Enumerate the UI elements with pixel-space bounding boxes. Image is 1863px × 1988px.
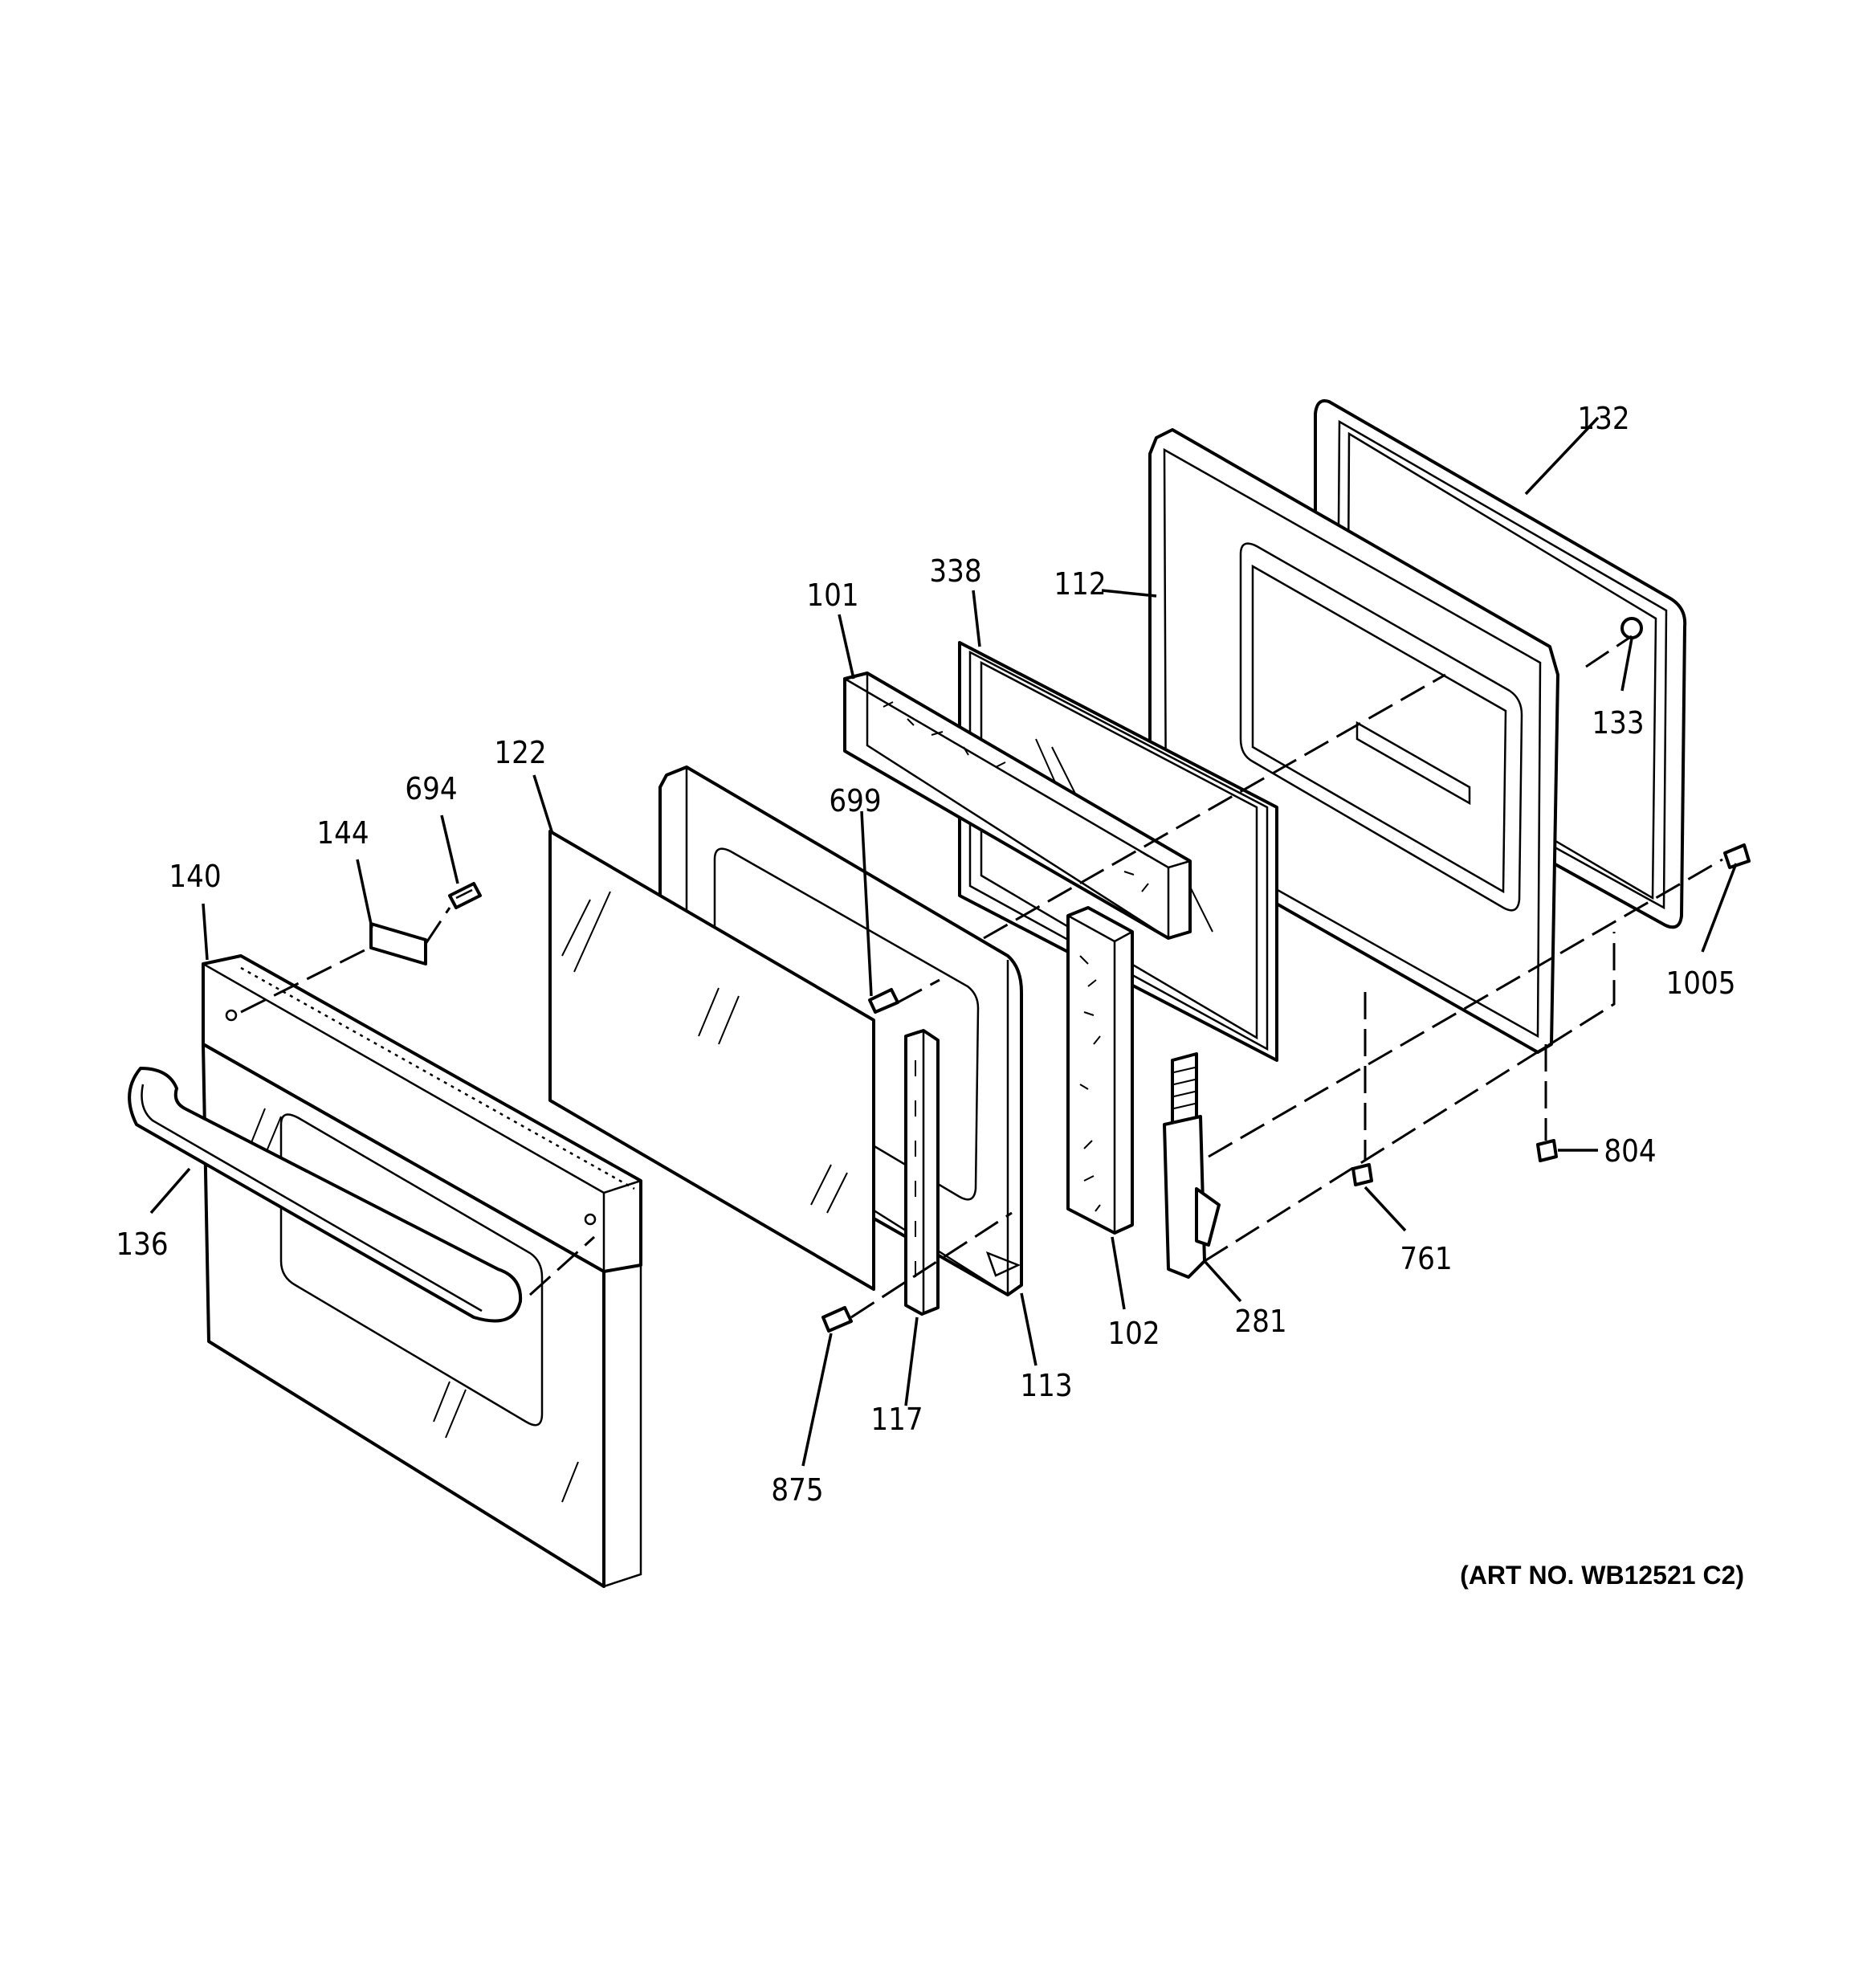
screw-804 — [1536, 1139, 1558, 1162]
label-112: 112 — [1054, 566, 1106, 602]
art-number: (ART NO. WB12521 C2) — [1460, 1561, 1744, 1590]
bracket-part — [369, 922, 427, 965]
label-117: 117 — [870, 1402, 923, 1437]
upper-insulation-part — [843, 672, 1192, 940]
label-694: 694 — [405, 771, 457, 806]
side-insulation-part — [1066, 906, 1134, 1235]
screw-1005 — [1723, 843, 1751, 869]
part-labels: 132 112 338 101 122 694 144 140 133 699 … — [116, 401, 1735, 1508]
label-281: 281 — [1234, 1304, 1286, 1339]
assembly-lines — [240, 635, 1723, 1319]
label-761: 761 — [1400, 1241, 1452, 1276]
leader-lines — [149, 416, 1738, 1467]
label-338: 338 — [929, 553, 981, 589]
screw-761 — [1351, 1163, 1373, 1186]
label-136: 136 — [116, 1227, 168, 1262]
door-handle-part — [128, 1067, 523, 1323]
label-132: 132 — [1577, 401, 1629, 436]
label-875: 875 — [771, 1472, 823, 1508]
door-hinge-part — [1163, 1052, 1221, 1279]
label-140: 140 — [169, 859, 221, 894]
label-102: 102 — [1107, 1316, 1160, 1351]
screw-694 — [448, 882, 482, 909]
label-1005: 1005 — [1666, 965, 1736, 1001]
label-144: 144 — [316, 815, 369, 851]
label-133: 133 — [1592, 705, 1644, 741]
label-122: 122 — [494, 735, 546, 770]
label-101: 101 — [806, 578, 858, 613]
screw-875 — [821, 1306, 853, 1333]
screw-133 — [1620, 617, 1643, 639]
label-804: 804 — [1604, 1133, 1656, 1169]
label-113: 113 — [1020, 1368, 1072, 1403]
hinge-channel-part — [904, 1029, 940, 1316]
outer-glass-part — [548, 830, 875, 1291]
label-699: 699 — [829, 783, 881, 818]
